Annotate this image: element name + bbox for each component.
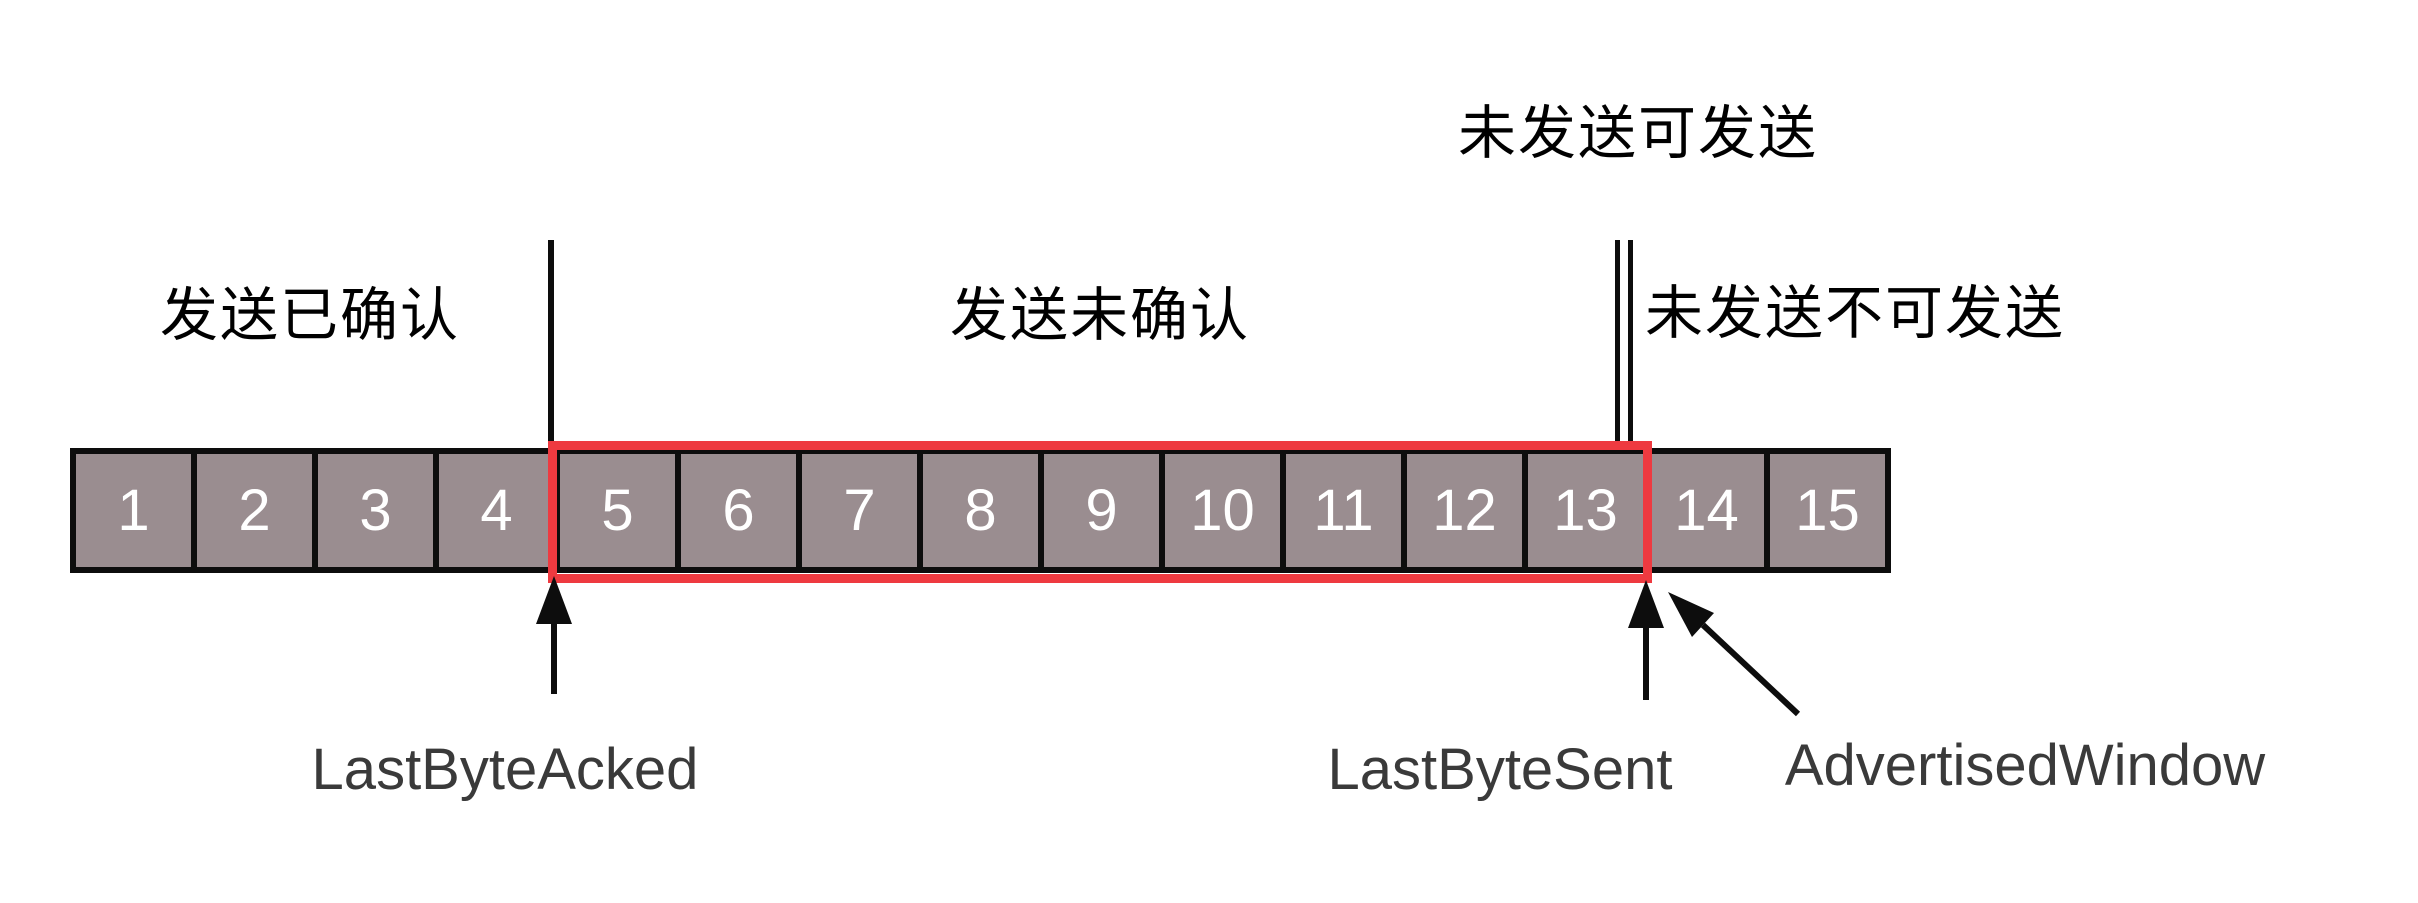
cell-number: 2 [238,477,271,543]
cell-number: 6 [722,477,755,543]
cell-number: 8 [964,477,997,543]
sent-boundary-line-left [1615,240,1620,450]
label-sent-unacked: 发送未确认 [949,283,1251,348]
cell-number: 13 [1553,477,1618,543]
sequence-cell-12: 12 [1401,448,1528,573]
sequence-cell-13: 13 [1522,448,1649,573]
label-last-byte-acked: LastByteAcked [311,737,699,802]
last-byte-acked-arrow [536,576,572,694]
sequence-cell-9: 9 [1038,448,1165,573]
cell-number: 3 [359,477,392,543]
cell-number: 1 [117,477,150,543]
sequence-cell-6: 6 [675,448,802,573]
cell-number: 12 [1432,477,1497,543]
sequence-cell-15: 15 [1764,448,1891,573]
label-unsent-not-sendable: 未发送不可发送 [1644,281,2066,346]
sequence-cell-10: 10 [1159,448,1286,573]
sequence-cell-5: 5 [554,448,681,573]
cell-number: 5 [601,477,634,543]
sequence-cell-14: 14 [1643,448,1770,573]
cell-number: 10 [1190,477,1255,543]
label-last-byte-sent: LastByteSent [1327,737,1673,802]
sent-boundary-line-right [1628,240,1633,450]
sequence-cell-3: 3 [312,448,439,573]
cell-number: 15 [1795,477,1860,543]
byte-sequence-row: 1 2 3 4 5 6 7 8 9 10 11 12 13 14 15 [70,448,1891,573]
label-advertised-window: AdvertisedWindow [1784,733,2266,798]
cell-number: 11 [1313,477,1374,543]
last-byte-sent-arrow [1628,580,1664,700]
acked-boundary-line [548,240,554,450]
cell-number: 7 [843,477,876,543]
label-sent-acked: 发送已确认 [159,283,461,348]
cell-number: 4 [480,477,513,543]
sequence-cell-11: 11 [1280,448,1407,573]
sequence-cell-7: 7 [796,448,923,573]
cell-number: 9 [1085,477,1118,543]
advertised-window-arrow [1668,592,1801,717]
cell-number: 14 [1674,477,1739,543]
sequence-cell-2: 2 [191,448,318,573]
sequence-cell-4: 4 [433,448,560,573]
sequence-cell-1: 1 [70,448,197,573]
label-unsent-sendable: 未发送可发送 [1457,101,1819,166]
sequence-cell-8: 8 [917,448,1044,573]
